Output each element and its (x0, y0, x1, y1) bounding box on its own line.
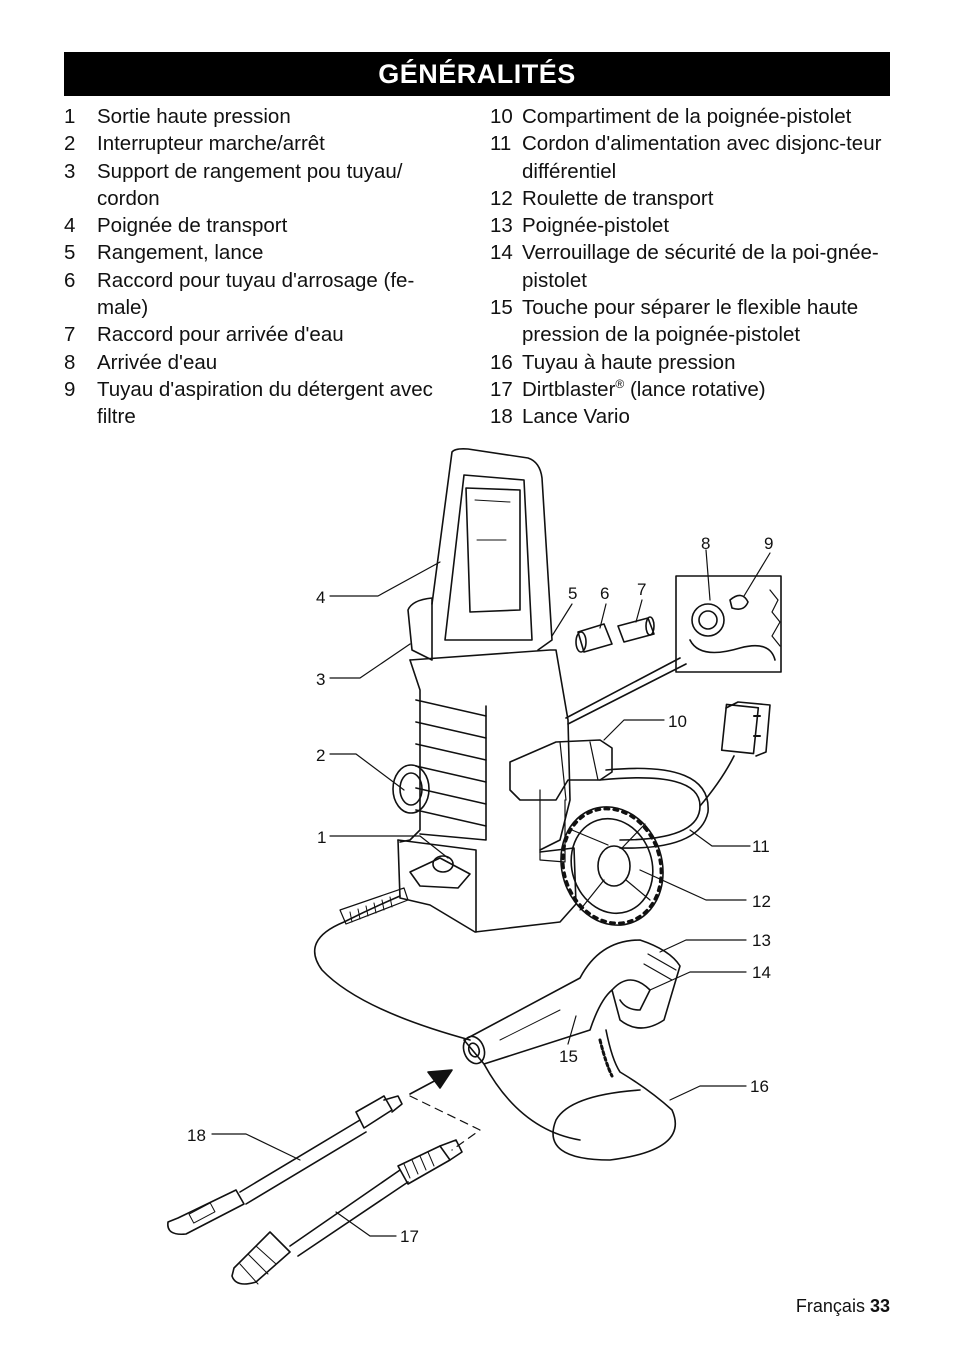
legend-number: 9 (64, 377, 76, 401)
legend-text-main: Dirtblaster (522, 377, 616, 401)
callout-label-11: 11 (752, 837, 770, 856)
legend-item: 1 Sortie haute pression (64, 103, 464, 130)
legend-item: 17 Dirtblaster® (lance rotative) (490, 376, 895, 403)
callout-label-4: 4 (316, 588, 325, 607)
legend-text: Roulette de transport (522, 186, 714, 210)
legend-item: 5 Rangement, lance (64, 239, 464, 266)
legend-item: 4 Poignée de transport (64, 212, 464, 239)
callout-label-1: 1 (317, 828, 326, 847)
pressure-washer-diagram: 4 3 2 1 5 6 7 8 9 10 11 12 13 14 15 16 1… (167, 448, 782, 1285)
legend-number: 11 (490, 132, 512, 156)
legend-right-column: 10 Compartiment de la poignée-pistolet 11… (490, 103, 895, 431)
legend-text: Raccord pour tuyau d'arrosage (fe-male) (97, 268, 415, 320)
page-footer: Français 33 (796, 1296, 890, 1317)
legend-item: 9 Tuyau d'aspiration du détergent avec fi… (64, 376, 464, 431)
handle-illustration (431, 448, 553, 651)
section-title-bar: GÉNÉRALITÉS (64, 52, 890, 96)
legend-number: 1 (64, 105, 76, 128)
legend-number: 2 (64, 132, 76, 156)
legend-item: 18 Lance Vario (490, 403, 895, 430)
legend-text: Cordon d'alimentation avec disjonc-teur … (522, 132, 882, 183)
registered-mark: ® (615, 377, 625, 392)
legend-text: Arrivée d'eau (97, 350, 218, 374)
couplings-illustration (575, 616, 655, 653)
callout-leaders (211, 549, 771, 1237)
legend-number: 14 (490, 241, 513, 265)
legend-number: 10 (490, 105, 513, 128)
legend-number: 7 (64, 323, 76, 347)
legend-text: Raccord pour arrivée d'eau (97, 323, 344, 347)
legend-number: 8 (64, 350, 76, 374)
legend-item: 8 Arrivée d'eau (64, 349, 464, 376)
legend-text: Sortie haute pression (97, 105, 291, 128)
legend-item: 11 Cordon d'alimentation avec disjonc-teu… (490, 130, 895, 185)
legend-item: 13 Poignée-pistolet (490, 212, 895, 239)
legend-item: 16 Tuyau à haute pression (490, 349, 895, 376)
legend-number: 5 (64, 241, 76, 265)
dirtblaster-lance-illustration (231, 1139, 463, 1285)
legend-item: 15 Touche pour séparer le flexible haute … (490, 294, 895, 349)
callout-label-2: 2 (316, 746, 325, 765)
legend-number: 3 (64, 159, 76, 183)
legend-number: 13 (490, 214, 513, 238)
callout-label-16: 16 (750, 1077, 769, 1096)
footer-language: Français (795, 1296, 865, 1316)
callout-label-18: 18 (187, 1126, 206, 1145)
legend-text: Touche pour séparer le flexible haute pr… (522, 296, 859, 347)
vario-lance-illustration (167, 1095, 403, 1236)
hose-illustration (313, 887, 677, 1161)
machine-body-illustration (392, 597, 577, 933)
callout-label-3: 3 (316, 670, 325, 689)
legend-text: Rangement, lance (97, 241, 264, 265)
callout-label-15: 15 (559, 1047, 578, 1066)
legend-item: 12 Roulette de transport (490, 185, 895, 212)
legend-number: 6 (64, 268, 76, 292)
legend-left-column: 1 Sortie haute pression 2 Interrupteur mar… (64, 103, 464, 431)
wheel-illustration (560, 806, 664, 926)
insert-arrow-icon (409, 1069, 481, 1151)
legend-text: Interrupteur marche/arrêt (97, 132, 325, 156)
callout-labels: 4 3 2 1 5 6 7 8 9 10 11 12 13 14 15 16 1… (187, 534, 773, 1246)
legend-number: 15 (490, 296, 513, 320)
callout-label-6: 6 (600, 584, 609, 603)
callout-label-8: 8 (701, 534, 710, 553)
legend-number: 16 (490, 350, 513, 374)
page-number: 33 (869, 1296, 890, 1316)
spray-gun-illustration (462, 939, 681, 1065)
legend-text: Support de rangement pou tuyau/ cordon (97, 159, 403, 210)
inset-detail-illustration (565, 575, 782, 725)
section-title: GÉNÉRALITÉS (378, 58, 576, 89)
legend-item: 10 Compartiment de la poignée-pistolet (490, 103, 895, 130)
legend-item: 7 Raccord pour arrivée d'eau (64, 321, 464, 348)
callout-label-7: 7 (637, 580, 646, 599)
callout-label-10: 10 (668, 712, 687, 731)
legend-number: 12 (490, 186, 513, 210)
legend-item: 6 Raccord pour tuyau d'arrosage (fe-male) (64, 267, 464, 322)
callout-label-5: 5 (568, 584, 577, 603)
callout-label-13: 13 (752, 931, 771, 950)
legend-number: 4 (64, 214, 76, 238)
power-cord-illustration (599, 701, 771, 849)
legend-text: Poignée de transport (97, 214, 288, 238)
legend-text: Lance Vario (522, 405, 630, 429)
callout-label-17: 17 (400, 1227, 419, 1246)
legend-text: Tuyau d'aspiration du détergent avec fil… (97, 377, 433, 429)
callout-label-14: 14 (752, 963, 771, 982)
legend-text: Verrouillage de sécurité de la poi-gnée-… (522, 241, 879, 292)
gun-holder-illustration (509, 739, 613, 863)
legend-item: 14 Verrouillage de sécurité de la poi-gné… (490, 239, 895, 294)
legend-item: 2 Interrupteur marche/arrêt (64, 130, 464, 157)
legend-number: 17 (490, 377, 513, 401)
callout-label-9: 9 (764, 534, 773, 553)
legend-text: Dirtblaster® (lance rotative) (522, 376, 895, 403)
legend-text: Tuyau à haute pression (522, 350, 736, 374)
callout-label-12: 12 (752, 892, 771, 911)
legend-text-suffix: (lance rotative) (624, 377, 766, 401)
legend-item: 3 Support de rangement pou tuyau/ cordon (64, 158, 464, 213)
legend-number: 18 (490, 405, 513, 429)
legend-text: Poignée-pistolet (522, 214, 670, 238)
legend-text: Compartiment de la poignée-pistolet (522, 105, 852, 128)
